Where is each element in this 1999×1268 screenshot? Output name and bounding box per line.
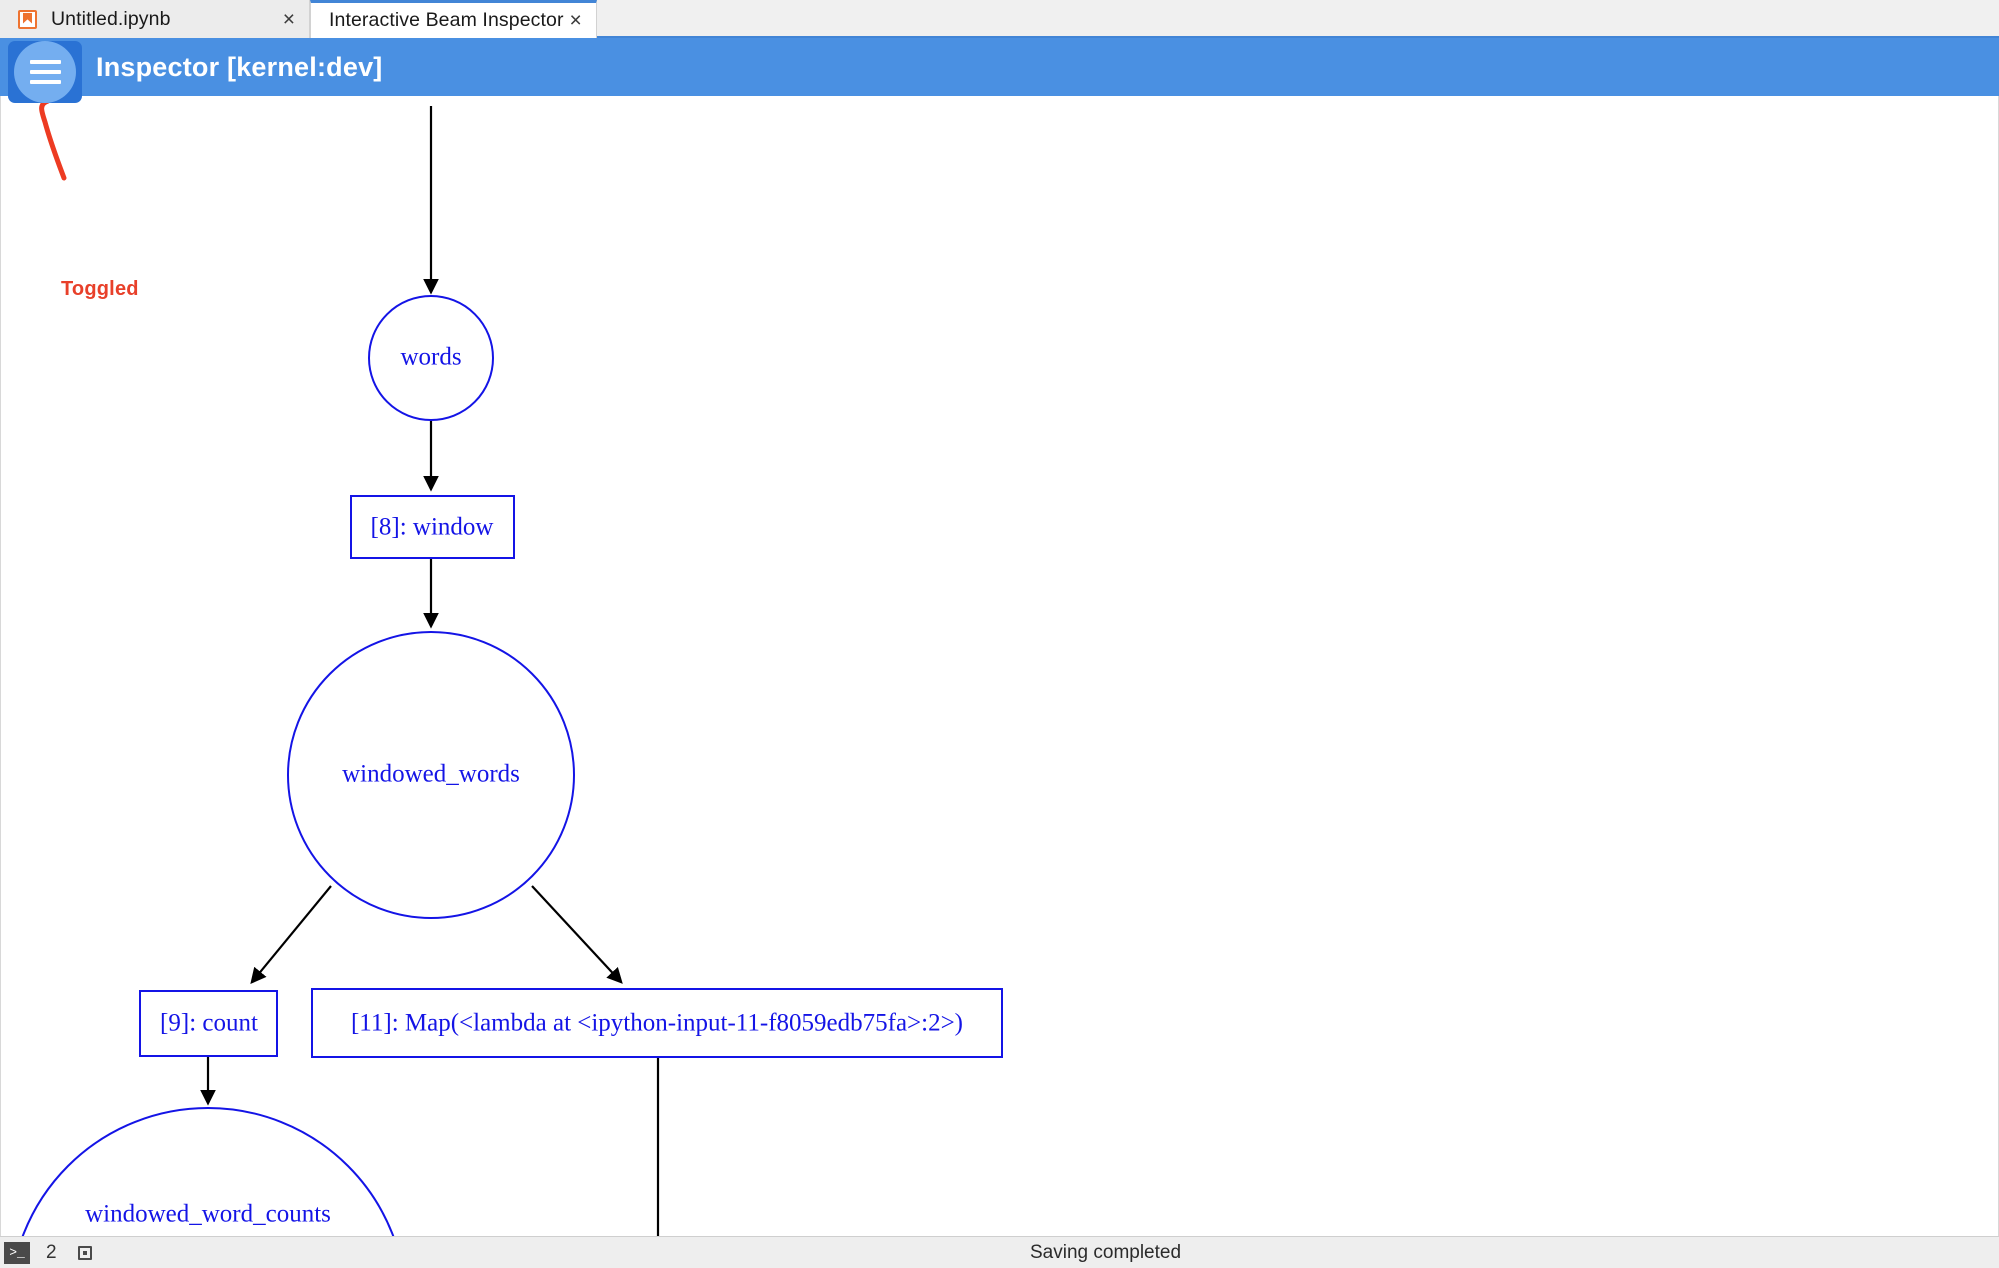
edge-windowedwords-map bbox=[531, 885, 623, 984]
tab-label: Interactive Beam Inspector bbox=[329, 9, 564, 31]
notebook-icon bbox=[18, 9, 37, 29]
hamburger-bar bbox=[29, 70, 61, 74]
tab-interactive-beam-inspector[interactable]: Interactive Beam Inspector × bbox=[310, 0, 597, 38]
graph-node-windowed-word-counts[interactable]: windowed_word_counts bbox=[10, 1107, 406, 1236]
page-title: Inspector [kernel:dev] bbox=[96, 51, 383, 82]
node-label: windowed_word_counts bbox=[85, 1201, 331, 1228]
close-icon[interactable]: × bbox=[569, 9, 582, 32]
terminal-icon[interactable]: >_ bbox=[4, 1241, 30, 1264]
tab-untitled-ipynb[interactable]: Untitled.ipynb × bbox=[0, 0, 310, 38]
chip-body bbox=[77, 1245, 92, 1260]
node-label: words bbox=[400, 344, 461, 371]
chip-icon[interactable] bbox=[75, 1243, 95, 1263]
graph-node-windowed-words[interactable]: windowed_words bbox=[287, 631, 575, 919]
hamburger-menu-button[interactable] bbox=[8, 41, 82, 103]
kernel-count: 2 bbox=[46, 1241, 57, 1263]
status-message: Saving completed bbox=[1030, 1241, 1182, 1263]
status-bar: >_ 2 Saving completed bbox=[0, 1236, 1999, 1268]
hamburger-icon bbox=[14, 41, 76, 103]
annotation-label: Toggled bbox=[61, 278, 139, 300]
hamburger-bar bbox=[29, 60, 61, 64]
tab-bar: Untitled.ipynb × Interactive Beam Inspec… bbox=[0, 0, 1999, 38]
close-icon[interactable]: × bbox=[282, 7, 295, 31]
app-header: Inspector [kernel:dev] bbox=[0, 38, 1999, 103]
node-label: [8]: window bbox=[371, 514, 494, 541]
pipeline-graph: words [8]: window windowed_words [9]: co… bbox=[10, 106, 1003, 1236]
node-label: windowed_words bbox=[342, 761, 520, 788]
hamburger-bar bbox=[29, 80, 61, 84]
graph-node-words[interactable]: words bbox=[368, 295, 494, 421]
graph-node-count[interactable]: [9]: count bbox=[139, 990, 278, 1057]
node-label: [11]: Map(<lambda at <ipython-input-11-f… bbox=[351, 1010, 963, 1037]
edge-windowedwords-count bbox=[250, 885, 332, 985]
graph-node-map[interactable]: [11]: Map(<lambda at <ipython-input-11-f… bbox=[311, 988, 1003, 1058]
graph-node-window[interactable]: [8]: window bbox=[350, 495, 515, 559]
tab-label: Untitled.ipynb bbox=[51, 7, 171, 30]
graph-canvas[interactable]: words [8]: window windowed_words [9]: co… bbox=[0, 96, 1999, 1236]
node-label: [9]: count bbox=[160, 1010, 258, 1037]
